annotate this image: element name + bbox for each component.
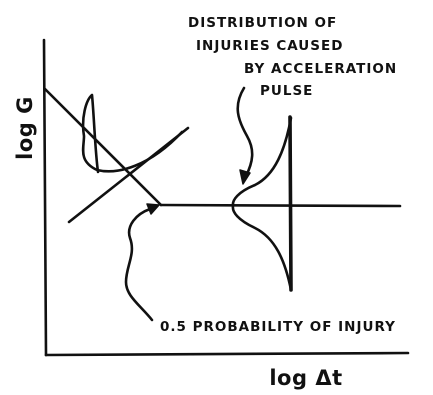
probability-annotation: 0.5 PROBABILITY OF INJURY (160, 319, 396, 335)
distribution-arrow-head (239, 169, 251, 185)
distribution-curve-short-pulse (81, 93, 184, 174)
x-axis-label: log Δt (269, 366, 342, 390)
distribution-curve-long-pulse (231, 116, 293, 292)
axes (42, 38, 410, 357)
y-axis (42, 38, 48, 357)
tolerance-curve-plateau (159, 203, 402, 208)
distribution-annotation-line-1: DISTRIBUTION OF (188, 15, 337, 31)
distribution-annotation-line-3: BY ACCELERATION (244, 61, 397, 77)
distribution-arrow-shaft (236, 86, 254, 178)
distribution-annotation-line-4: PULSE (260, 83, 313, 99)
tolerance-curve-diagonal (43, 87, 163, 207)
y-axis-label: log G (13, 96, 37, 160)
probability-arrow-head (146, 203, 160, 215)
distribution-annotation-line-2: INJURIES CAUSED (196, 38, 343, 54)
probability-arrow-shaft (124, 207, 154, 322)
x-axis (44, 351, 410, 357)
distribution-annotation: DISTRIBUTION OF INJURIES CAUSED BY ACCEL… (188, 15, 397, 99)
distribution-axis-long-pulse (288, 115, 293, 292)
